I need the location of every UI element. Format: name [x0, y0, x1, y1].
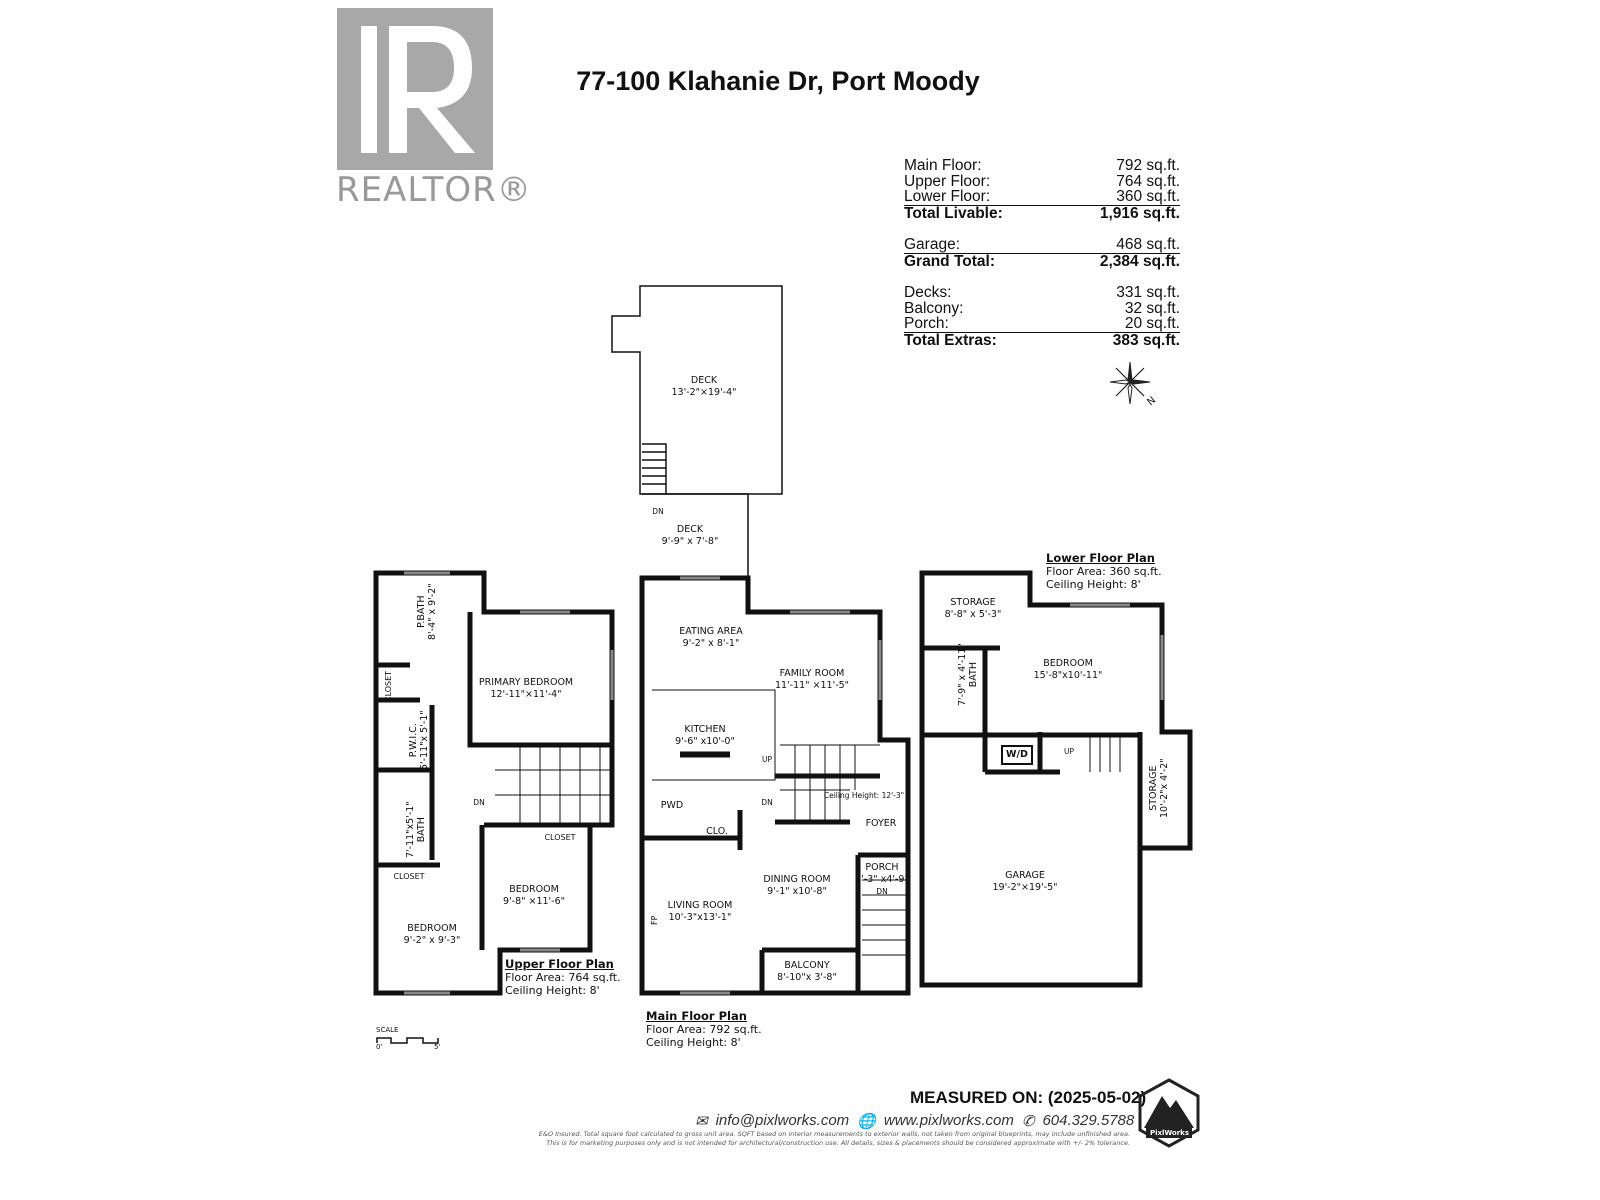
- area-total-row: Total Livable: 1,916 sq.ft.: [904, 204, 1180, 222]
- compass-icon: N: [1108, 360, 1158, 414]
- area-label: Main Floor:: [904, 157, 982, 174]
- room-foyer: FOYER: [865, 818, 897, 829]
- area-label: Garage:: [904, 236, 961, 253]
- realtor-wordmark: REALTOR®: [336, 170, 532, 210]
- scale-bar: [376, 1037, 439, 1044]
- area-value: 360 sq.ft.: [1116, 188, 1180, 205]
- area-row: Main Floor: 792 sq.ft.: [904, 158, 1180, 174]
- phone-icon: ✆: [1021, 1113, 1035, 1130]
- washer-dryer: W/D: [1001, 745, 1033, 765]
- area-label: Grand Total:: [904, 252, 995, 270]
- upper-deck-outline: [611, 285, 783, 495]
- area-total-row: Grand Total: 2,384 sq.ft.: [904, 252, 1180, 270]
- area-value: 383 sq.ft.: [1112, 331, 1180, 349]
- area-value: 2,384 sq.ft.: [1099, 252, 1180, 270]
- area-value: 20 sq.ft.: [1124, 315, 1180, 332]
- room-closet: CLOSET: [384, 670, 393, 702]
- pixlworks-logo: PixlWorks: [1136, 1078, 1202, 1152]
- contact-info: ✉ info@pixlworks.com 🌐 www.pixlworks.com ✆…: [695, 1112, 1134, 1130]
- area-row: Balcony: 32 sq.ft.: [904, 299, 1180, 317]
- area-label: Balcony:: [904, 299, 964, 317]
- area-value: 331 sq.ft.: [1116, 284, 1180, 301]
- ceiling-height-note: Ceiling Height: 12'-3": [823, 791, 905, 800]
- area-value: 32 sq.ft.: [1124, 299, 1180, 317]
- lower-deck-outline: [642, 493, 749, 578]
- room-pwic: P.W.I.C.5'-11"x 5'-1": [408, 710, 430, 770]
- room-powder: PWD: [660, 800, 684, 811]
- area-label: Upper Floor:: [904, 172, 991, 190]
- email-icon: ✉: [695, 1113, 708, 1130]
- deck-stairs-down-label: DN: [652, 507, 664, 516]
- area-value: 764 sq.ft.: [1116, 172, 1180, 190]
- area-row: Lower Floor: 360 sq.ft.: [904, 189, 1180, 205]
- area-summary: Main Floor: 792 sq.ft. Upper Floor: 764 sq.…: [904, 158, 1180, 348]
- area-value: 792 sq.ft.: [1116, 157, 1180, 174]
- stairs-down-label: DN: [473, 798, 485, 807]
- area-row: Garage: 468 sq.ft.: [904, 237, 1180, 253]
- area-row: Decks: 331 sq.ft.: [904, 285, 1180, 301]
- stairs-down-label: DN: [761, 798, 773, 807]
- realtor-r-icon: [361, 26, 475, 153]
- realtor-logo: [337, 8, 493, 170]
- area-label: Total Extras:: [904, 331, 997, 349]
- area-total-row: Total Extras: 383 sq.ft.: [904, 331, 1180, 349]
- room-closet: CLO.: [706, 826, 728, 837]
- room-closet: CLOSET: [393, 872, 425, 881]
- scale-end: 5': [434, 1043, 441, 1051]
- scale-start: 0': [376, 1043, 383, 1051]
- area-label: Porch:: [904, 315, 949, 332]
- measured-date: MEASURED ON: (2025-05-02): [910, 1088, 1147, 1107]
- room-bath: 7'-11"x5'-1"BATH: [405, 801, 427, 858]
- area-label: Lower Floor:: [904, 188, 991, 205]
- disclaimer-line-2: This is for marketing purposes only and …: [546, 1139, 1130, 1147]
- globe-icon: 🌐: [857, 1113, 876, 1130]
- area-row: Porch: 20 sq.ft.: [904, 316, 1180, 332]
- phone-number: 604.329.5788: [1042, 1112, 1135, 1129]
- brand-name: PixlWorks: [1150, 1129, 1189, 1137]
- room-closet: CLOSET: [544, 833, 576, 842]
- page-title: 77-100 Klahanie Dr, Port Moody: [576, 66, 980, 96]
- disclaimer-line-1: E&O Insured. Total square foot calculate…: [538, 1130, 1130, 1138]
- area-label: Total Livable:: [904, 204, 1003, 222]
- area-row: Upper Floor: 764 sq.ft.: [904, 172, 1180, 190]
- area-label: Decks:: [904, 284, 952, 301]
- area-value: 468 sq.ft.: [1116, 236, 1180, 253]
- scale-label: SCALE: [376, 1026, 399, 1034]
- area-value: 1,916 sq.ft.: [1099, 204, 1180, 222]
- email-link[interactable]: info@pixlworks.com: [715, 1112, 850, 1129]
- main-outline: [639, 575, 911, 996]
- mountain-logo-icon: [1138, 1078, 1200, 1148]
- room-bath: 7'-9" x 4'-11"BATH: [957, 643, 979, 706]
- stairs-up-label: UP: [761, 755, 773, 764]
- fireplace-label: FP: [650, 915, 659, 925]
- website-link[interactable]: www.pixlworks.com: [883, 1112, 1014, 1129]
- stairs-up-label: UP: [1063, 747, 1075, 756]
